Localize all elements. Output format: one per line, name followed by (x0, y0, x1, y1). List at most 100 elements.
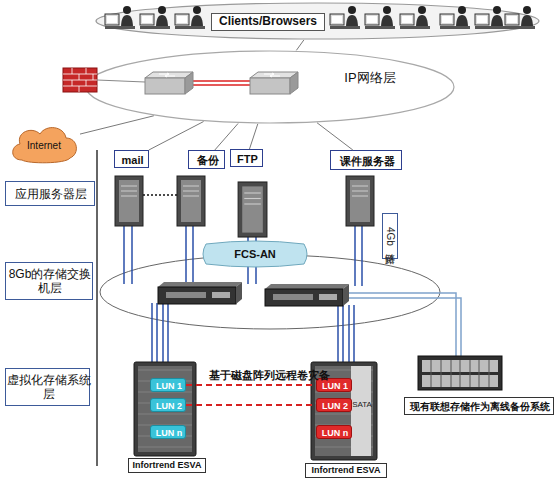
client-person (505, 6, 535, 29)
server-tower (238, 182, 267, 237)
switch-trunk (193, 80, 250, 82)
drive-row (422, 360, 498, 372)
lun-volume: LUN 2 (316, 398, 352, 412)
node-text: Clients/Browsers (211, 13, 325, 31)
link-line (186, 404, 316, 406)
backup-link (344, 298, 461, 357)
server-cluster-dots (143, 194, 177, 196)
client-person (365, 6, 395, 29)
node-text: LUN 2 (317, 399, 353, 413)
fc-link (151, 303, 153, 363)
client-person (440, 6, 470, 29)
fc-link (337, 305, 339, 363)
disk-type-label: SATA (351, 399, 373, 411)
san-switch (158, 282, 242, 304)
fc-link (354, 226, 356, 286)
fc-link (131, 226, 133, 284)
link-line (149, 122, 204, 150)
link-speed-note: 4Gb链路 (382, 213, 398, 259)
server-label: mail (114, 150, 149, 168)
server-label: 课件服务器 (330, 150, 402, 170)
fc-link (348, 305, 350, 363)
firewall (63, 68, 97, 92)
server-label: FTP (230, 149, 263, 167)
fc-link (123, 226, 125, 284)
node-text: 现有联想存储作为离线备份系统 (405, 398, 555, 416)
edge-label: 基于磁盘阵列远程卷灾备 (209, 369, 330, 382)
node-text: LUN 1 (151, 379, 187, 393)
node-text: FCS-AN (200, 240, 310, 268)
client-person (105, 6, 135, 29)
fc-link (361, 226, 363, 286)
node-text: LUN n (317, 426, 353, 440)
offline-storage-device (418, 356, 502, 390)
disk-array: Infortrend ESVALUN 1LUN 2LUN n (128, 362, 206, 474)
node-text: LUN 2 (151, 399, 187, 413)
node-text: IP网络层 (333, 68, 407, 88)
node-outline (85, 50, 455, 124)
server-tower (346, 176, 374, 226)
client-person (175, 6, 205, 29)
drive-slots (431, 360, 489, 387)
link-line (317, 123, 353, 150)
fc-link (167, 303, 169, 363)
cloud-outline (13, 128, 77, 163)
node-text: Internet (16, 137, 72, 155)
network-layer-oval: IP网络层 (85, 50, 455, 124)
server-tower (177, 176, 205, 226)
server-tower (115, 176, 143, 226)
fc-link (185, 226, 187, 284)
client-person (475, 6, 505, 29)
client-person (400, 6, 430, 29)
array-shelf (138, 370, 192, 371)
layer-box: 8Gb的存储交换机层 (5, 262, 93, 300)
link-line (186, 384, 316, 386)
oval-outline (86, 51, 454, 123)
node-text: 虚拟化存储系统层 (6, 369, 91, 407)
lun-volume: LUN 2 (150, 398, 186, 412)
san-switch (265, 284, 349, 306)
node-text: 备份 (189, 151, 226, 170)
fc-link (156, 303, 158, 363)
node-text: 课件服务器 (331, 151, 403, 171)
lun-volume: LUN n (316, 425, 352, 439)
firewall-bricks (63, 68, 97, 92)
link-line (296, 40, 303, 50)
node-text: LUN n (151, 426, 187, 440)
client-ellipse: Clients/Browsers (95, 2, 540, 40)
node-text: LUN 1 (317, 379, 353, 393)
node-text: Infortrend ESVA (305, 463, 387, 478)
layer-box: 应用服务器层 (5, 181, 95, 206)
fc-san-tag: FCS-AN (200, 240, 310, 268)
array-shelf (138, 414, 192, 415)
fc-link (342, 305, 344, 363)
node-text: FTP (231, 150, 264, 168)
backup-link (344, 293, 456, 357)
fc-links (124, 226, 362, 363)
array-panel (138, 366, 192, 452)
switch-trunk (193, 84, 250, 86)
internet-cloud: Internet (8, 122, 80, 164)
link-line (249, 124, 257, 149)
firewall-link (97, 80, 145, 82)
client-person (330, 6, 360, 29)
array-shelf (138, 447, 192, 448)
firewall-wall (63, 68, 97, 92)
layer-box: 虚拟化存储系统层 (5, 368, 90, 406)
backup-links (344, 293, 461, 357)
fc-link (353, 305, 355, 363)
storage-chassis (418, 356, 502, 390)
layer-divider (96, 150, 98, 466)
backup-storage-label: 现有联想存储作为离线备份系统 (404, 397, 554, 415)
ip-switch (145, 72, 193, 94)
lun-volume: LUN n (150, 425, 186, 439)
ip-switch (250, 72, 298, 94)
node-text: 应用服务器层 (6, 182, 96, 207)
link-line (80, 116, 154, 134)
array-side-panel (351, 366, 371, 456)
lun-volume: LUN 1 (150, 378, 186, 392)
